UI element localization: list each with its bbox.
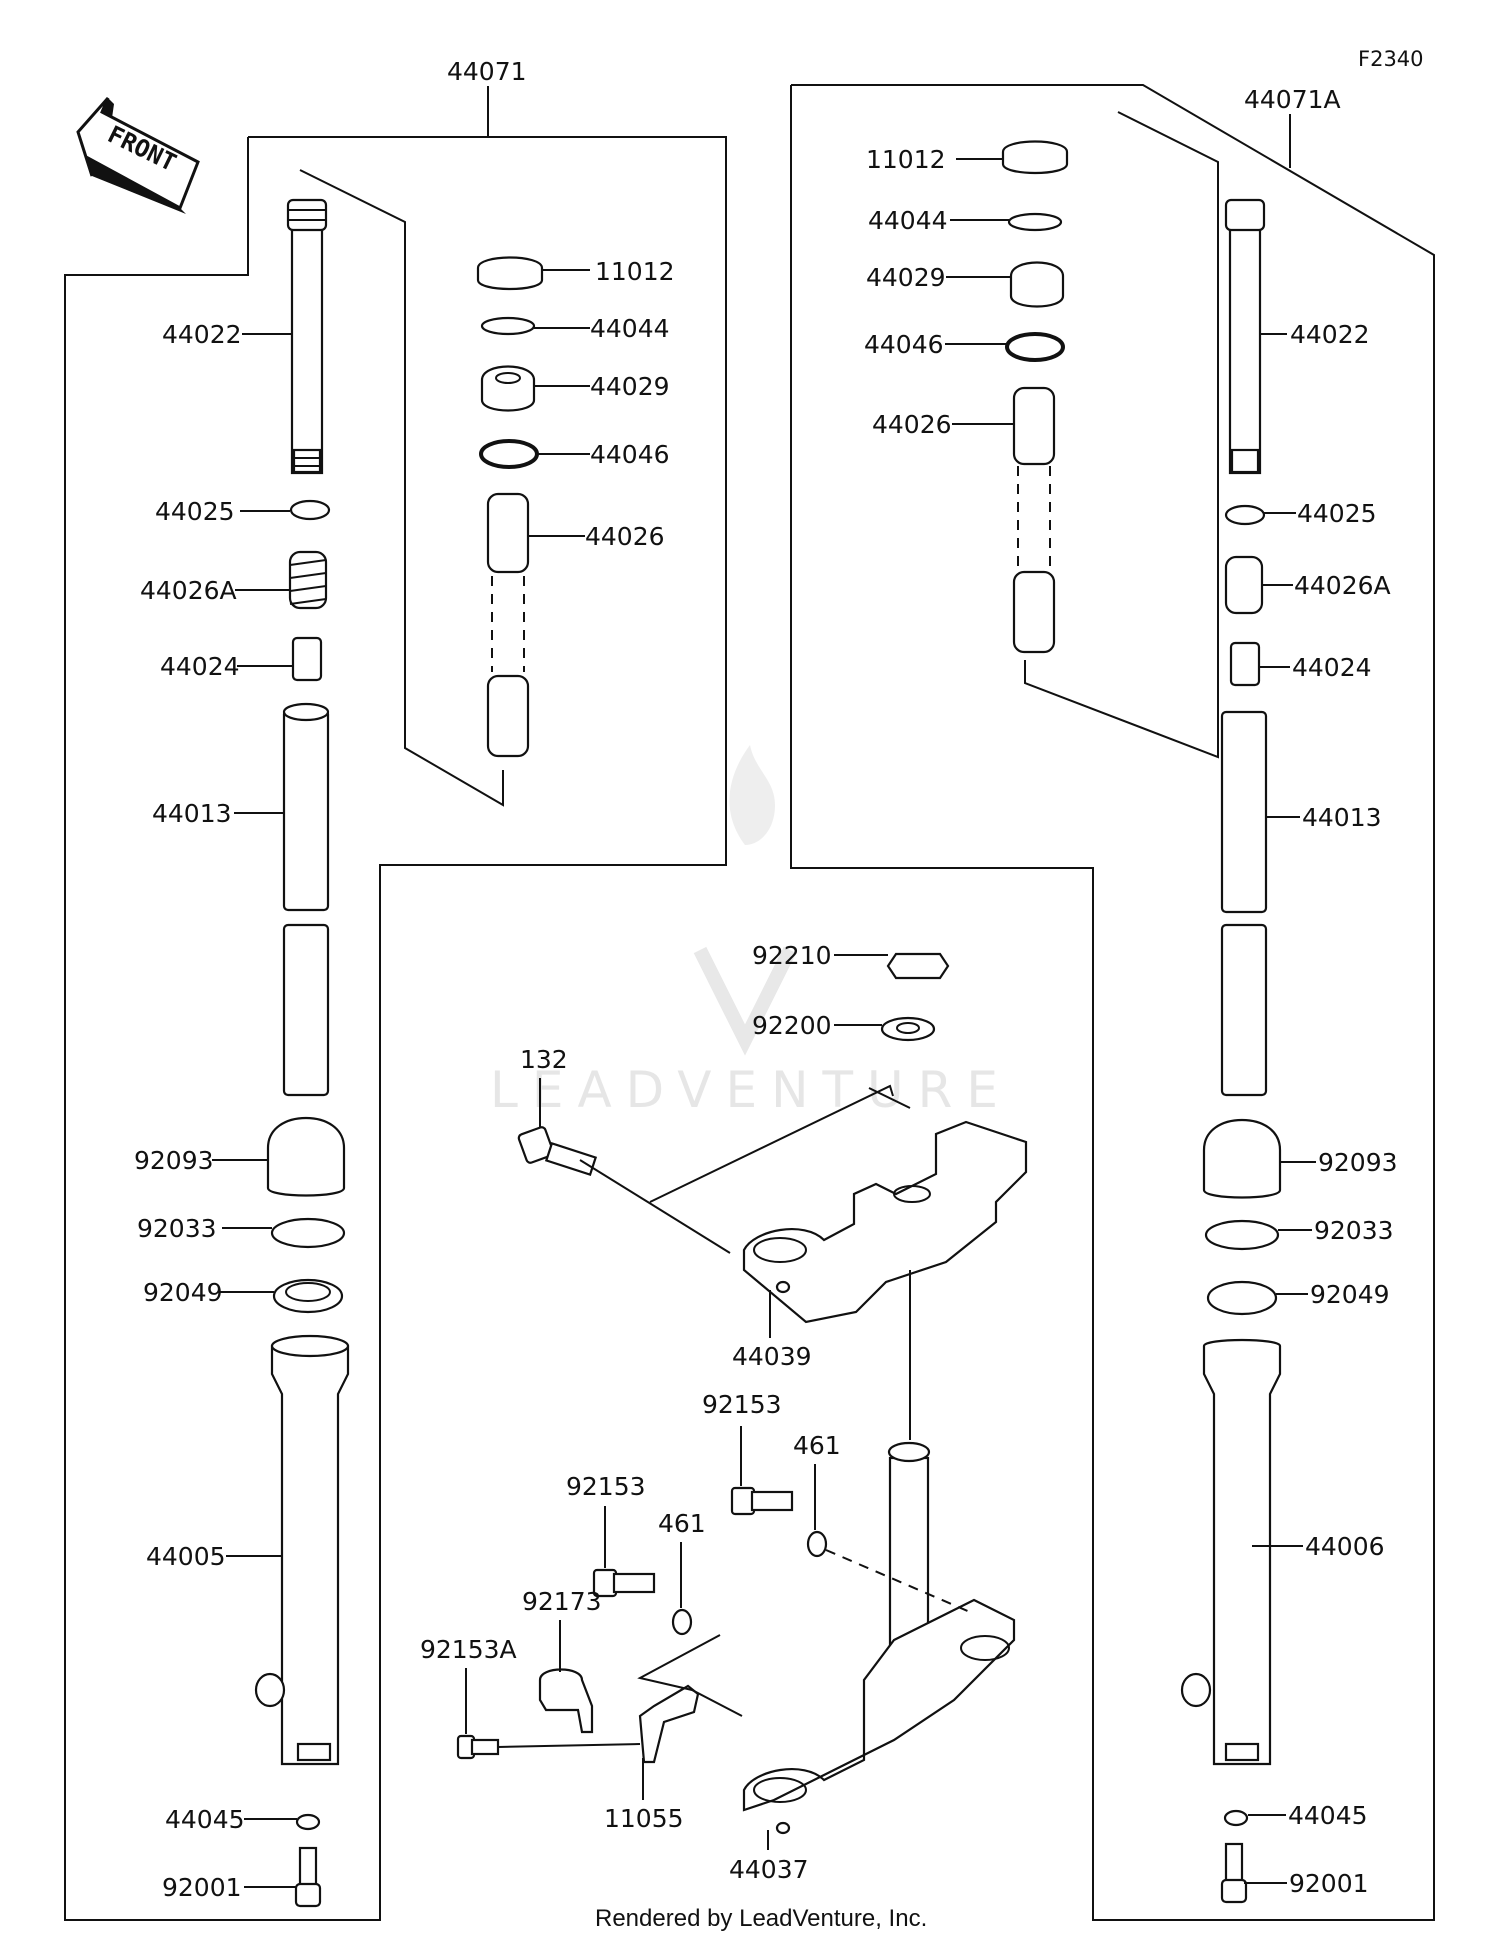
label-92001-right: 92001 <box>1289 1869 1369 1898</box>
right-fork-tube-44022 <box>1224 198 1266 475</box>
label-92001-left: 92001 <box>162 1873 242 1902</box>
left-cap-11012 <box>476 256 544 291</box>
right-outer-tube-44006 <box>1180 1338 1282 1766</box>
right-clip-92033 <box>1204 1219 1280 1251</box>
label-461-upper: 461 <box>793 1431 841 1460</box>
bolt-92153-lower <box>592 1568 656 1598</box>
label-92033-left: 92033 <box>137 1214 217 1243</box>
label-44005: 44005 <box>146 1542 226 1571</box>
clamp-92173 <box>538 1668 594 1734</box>
label-11055: 11055 <box>604 1804 684 1833</box>
label-92153A: 92153A <box>420 1635 517 1664</box>
label-44026A-left: 44026A <box>140 576 237 605</box>
left-oil-seal-92049 <box>272 1278 344 1314</box>
label-44025-left: 44025 <box>155 497 235 526</box>
label-92049-right: 92049 <box>1310 1280 1390 1309</box>
label-11012-right: 11012 <box>866 145 946 174</box>
label-44024-left: 44024 <box>160 652 240 681</box>
label-44025-right: 44025 <box>1297 499 1377 528</box>
label-92093-right: 92093 <box>1318 1148 1398 1177</box>
label-11012-left: 11012 <box>595 257 675 286</box>
label-44044-right: 44044 <box>868 206 948 235</box>
label-44046-left: 44046 <box>590 440 670 469</box>
right-spring-44026A <box>1224 555 1264 615</box>
bolt-92153-upper <box>730 1486 794 1516</box>
label-44037: 44037 <box>729 1855 809 1884</box>
washer-461-upper <box>806 1530 828 1558</box>
label-92200: 92200 <box>752 1011 832 1040</box>
left-piece-44024 <box>291 636 323 682</box>
label-44024-right: 44024 <box>1292 653 1372 682</box>
left-inner-tube-44013 <box>282 702 330 1097</box>
leadventure-watermark: LEADVENTURE <box>490 745 1012 1119</box>
label-92153-lower: 92153 <box>566 1472 646 1501</box>
left-ring-44025 <box>289 499 331 521</box>
label-461-lower: 461 <box>658 1509 706 1538</box>
nut-92210 <box>886 952 950 980</box>
label-44013-right: 44013 <box>1302 803 1382 832</box>
right-washer-44045 <box>1223 1809 1249 1827</box>
label-92173: 92173 <box>522 1587 602 1616</box>
right-cap-11012 <box>1001 140 1069 175</box>
group-label-44071: 44071 <box>447 57 527 86</box>
label-92049-left: 92049 <box>143 1278 223 1307</box>
right-ring-44044 <box>1007 212 1063 232</box>
label-44046-right: 44046 <box>864 330 944 359</box>
stem-lower-clamp-44037 <box>742 1441 1016 1835</box>
label-92153-upper: 92153 <box>702 1390 782 1419</box>
left-washer-44045 <box>295 1813 321 1831</box>
right-spring-44026 <box>1012 386 1056 654</box>
label-44026-left: 44026 <box>585 522 665 551</box>
label-44029-right: 44029 <box>866 263 946 292</box>
upper-clamp-44039 <box>742 1120 1028 1324</box>
right-ring-44025 <box>1224 504 1266 526</box>
left-dust-seal-92093 <box>266 1116 346 1197</box>
washer-92200 <box>880 1016 936 1042</box>
group-label-44071A: 44071A <box>1244 85 1341 114</box>
label-132: 132 <box>520 1045 568 1074</box>
front-arrow-icon: FRONT <box>76 97 200 214</box>
label-44013-left: 44013 <box>152 799 232 828</box>
label-44026-right: 44026 <box>872 410 952 439</box>
label-44045-left: 44045 <box>165 1805 245 1834</box>
label-44026A-right: 44026A <box>1294 571 1391 600</box>
label-44029-left: 44029 <box>590 372 670 401</box>
right-dust-seal-92093 <box>1202 1118 1282 1199</box>
bolt-132 <box>517 1126 598 1177</box>
left-clip-92033 <box>270 1217 346 1249</box>
figure-code: F2340 <box>1358 47 1424 71</box>
bolt-92153A <box>456 1734 500 1760</box>
washer-461-lower <box>671 1608 693 1636</box>
label-44039: 44039 <box>732 1342 812 1371</box>
label-92093-left: 92093 <box>134 1146 214 1175</box>
right-bolt-92001 <box>1220 1842 1248 1904</box>
left-bolt-92001 <box>294 1846 322 1908</box>
left-spring-44026 <box>486 492 530 758</box>
right-inner-tube-44013 <box>1220 710 1268 1097</box>
right-oil-seal-92049 <box>1206 1280 1278 1316</box>
label-44022-left: 44022 <box>162 320 242 349</box>
left-oring-44046 <box>479 439 539 469</box>
labels: 11012 44044 44029 44046 44026 44022 4402… <box>134 145 1398 1902</box>
label-92210: 92210 <box>752 941 832 970</box>
left-ring-44044 <box>480 316 536 336</box>
left-fork-tube-44022 <box>286 198 328 475</box>
label-44045-right: 44045 <box>1288 1801 1368 1830</box>
footer-credit: Rendered by LeadVenture, Inc. <box>595 1905 927 1932</box>
label-44006: 44006 <box>1305 1532 1385 1561</box>
left-spring-44026A <box>288 550 328 610</box>
label-44022-right: 44022 <box>1290 320 1370 349</box>
right-collar-44029 <box>1009 261 1065 308</box>
center-leaders <box>497 1084 971 1748</box>
left-collar-44029 <box>480 365 536 412</box>
right-oring-44046 <box>1005 332 1065 362</box>
label-44044-left: 44044 <box>590 314 670 343</box>
right-piece-44024 <box>1229 641 1261 687</box>
watermark-text: LEADVENTURE <box>490 1061 1012 1119</box>
bracket-11055 <box>638 1684 700 1764</box>
left-outer-tube-44005 <box>254 1334 350 1766</box>
label-92033-right: 92033 <box>1314 1216 1394 1245</box>
